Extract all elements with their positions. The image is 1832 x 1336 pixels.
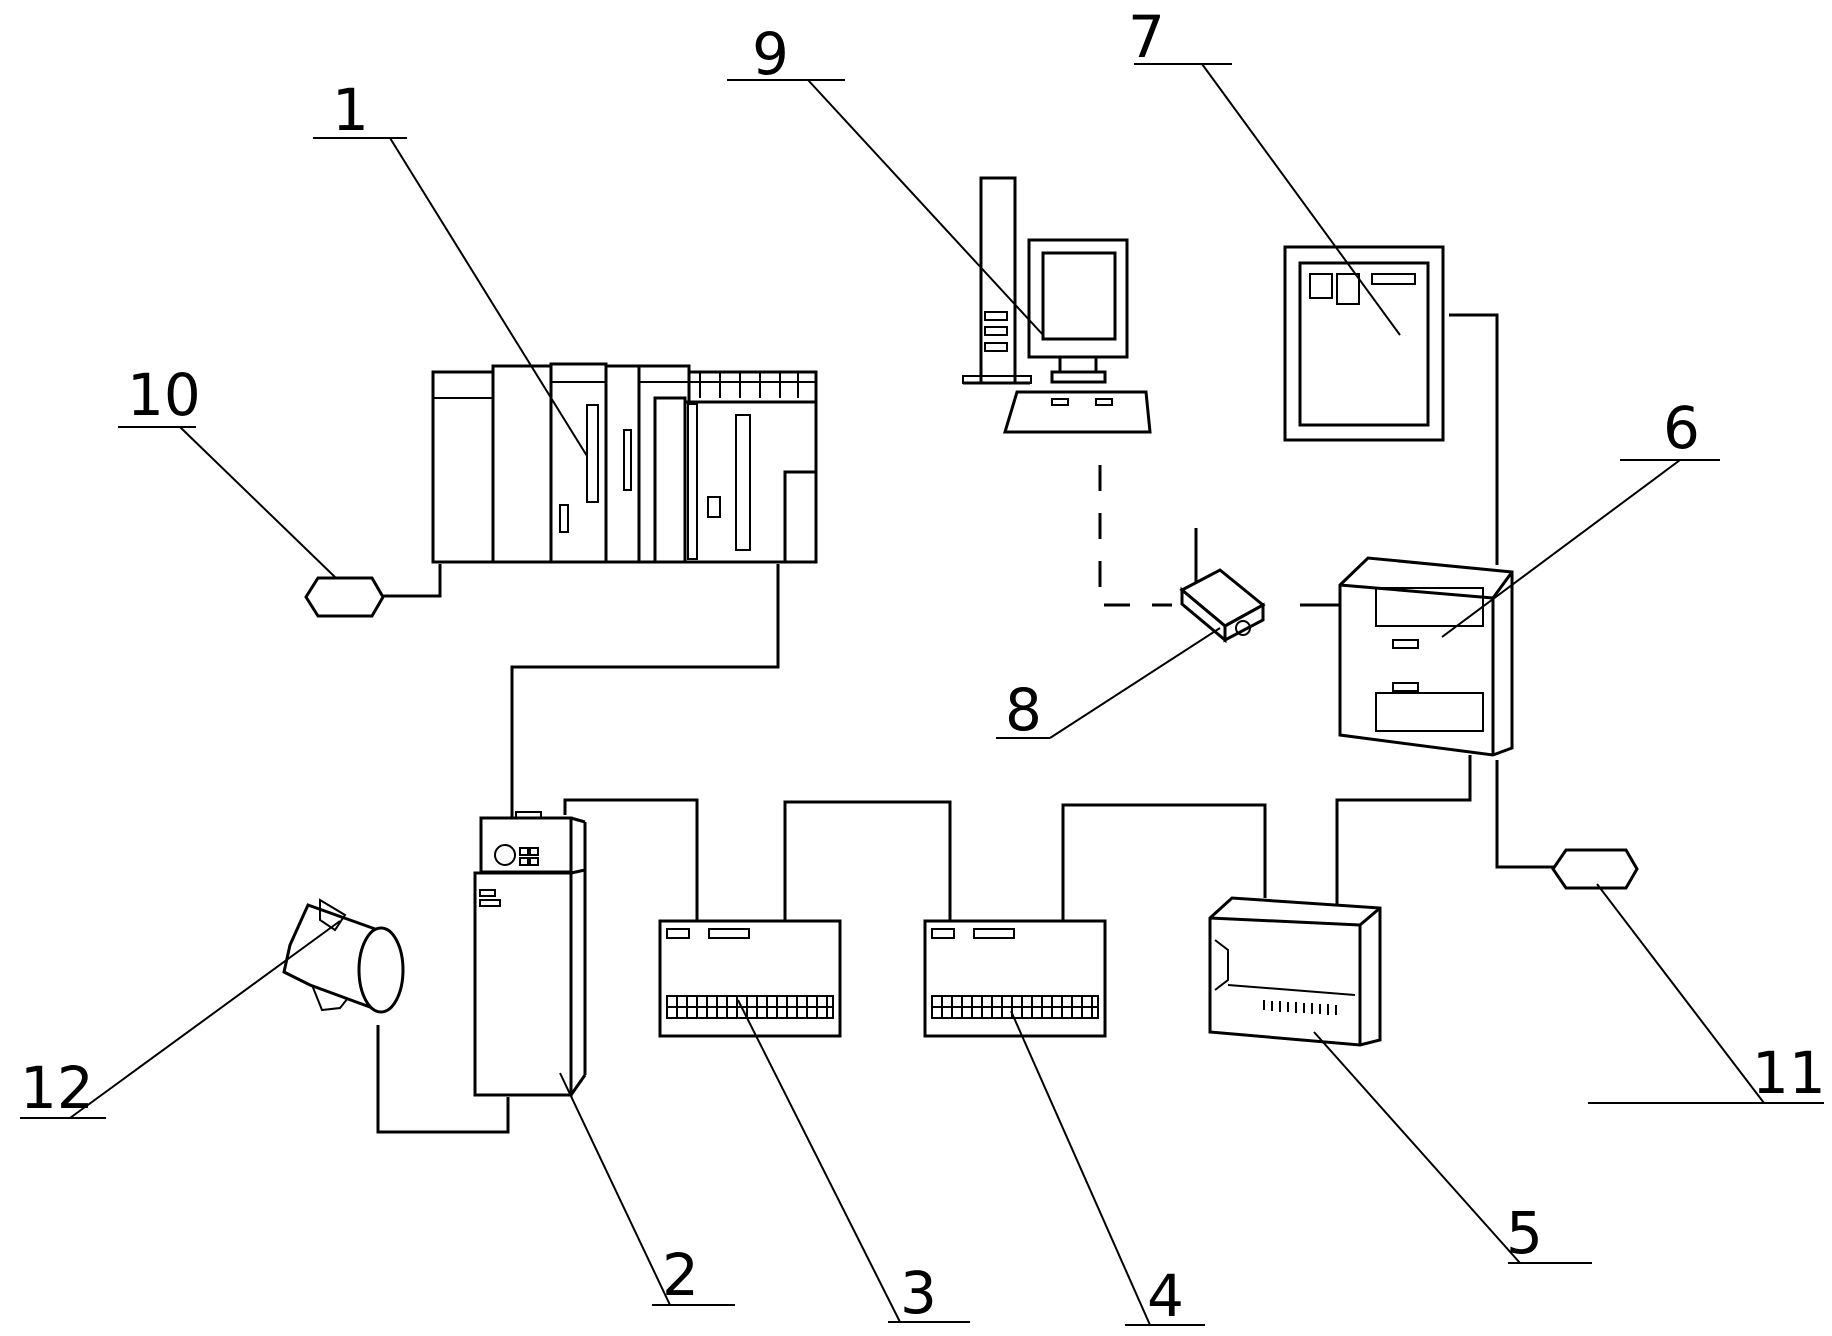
label-9: 9 bbox=[752, 20, 789, 88]
connection-lines bbox=[376, 313, 1555, 1134]
io-module-4 bbox=[923, 919, 1107, 1038]
motor-12 bbox=[282, 898, 405, 1014]
plc-rack-unit bbox=[431, 362, 818, 564]
sensor-11 bbox=[1551, 848, 1639, 890]
wireless-module bbox=[1179, 528, 1266, 644]
din-module-5 bbox=[1208, 896, 1382, 1047]
display-panel bbox=[1283, 245, 1445, 442]
label-5: 5 bbox=[1506, 1199, 1543, 1267]
label-1: 1 bbox=[332, 76, 369, 144]
callout-labels: 1 10 9 7 6 8 11 5 4 3 2 12 bbox=[20, 3, 1826, 1330]
control-cabinet bbox=[1338, 556, 1514, 757]
label-4: 4 bbox=[1147, 1262, 1184, 1330]
sensor-10 bbox=[304, 576, 385, 618]
label-7: 7 bbox=[1128, 3, 1165, 71]
io-module-3 bbox=[658, 919, 842, 1038]
computer-workstation bbox=[962, 176, 1152, 434]
label-12: 12 bbox=[20, 1054, 94, 1122]
motor-drive-unit bbox=[473, 811, 587, 1097]
label-11: 11 bbox=[1752, 1039, 1826, 1107]
label-3: 3 bbox=[900, 1259, 937, 1327]
label-6: 6 bbox=[1663, 394, 1700, 462]
label-8: 8 bbox=[1005, 676, 1042, 744]
label-2: 2 bbox=[662, 1241, 699, 1309]
label-10: 10 bbox=[127, 361, 201, 429]
leader-lines bbox=[20, 63, 1824, 1326]
